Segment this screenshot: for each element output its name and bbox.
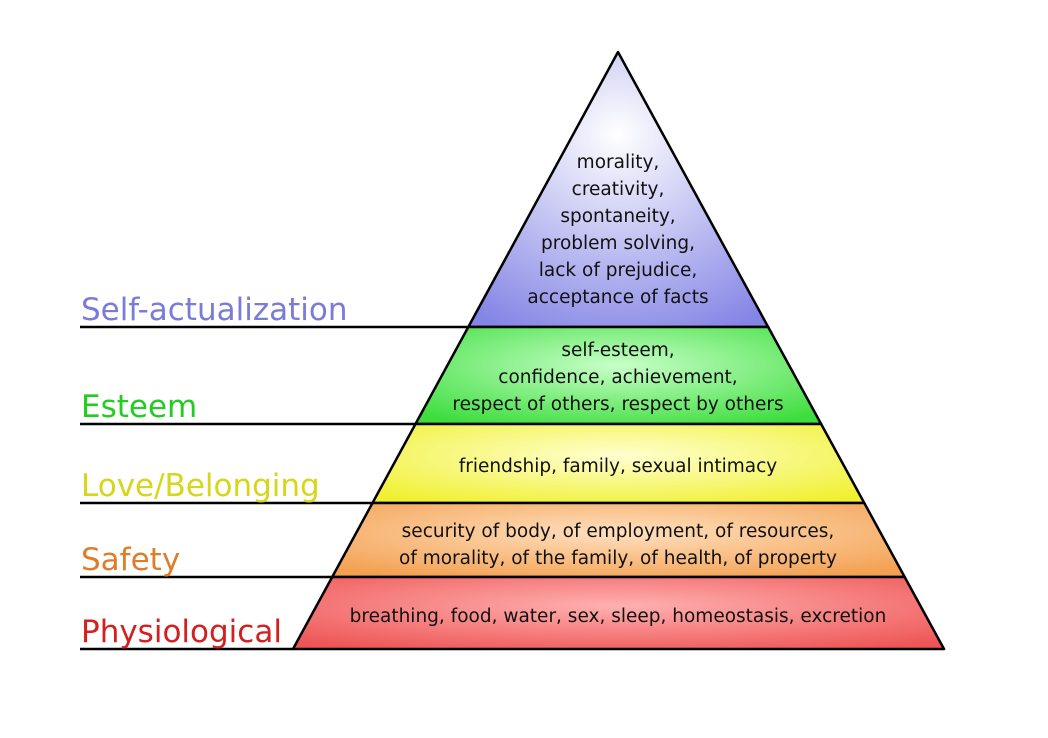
pyramid-layer-physiological [291, 575, 946, 651]
layer-description-esteem: respect of others, respect by others [452, 394, 783, 415]
level-label-love-belonging: Love/Belonging [81, 468, 320, 504]
level-label-esteem: Esteem [81, 389, 197, 425]
layer-description-esteem: confidence, achievement, [498, 367, 737, 388]
level-label-physiological: Physiological [81, 614, 282, 650]
layer-description-safety: security of body, of employment, of reso… [402, 521, 835, 542]
layer-description-esteem: self-esteem, [561, 340, 674, 361]
layer-description-self-actualization: lack of prejudice, [539, 260, 697, 281]
layer-description-self-actualization: spontaneity, [560, 206, 675, 227]
layer-description-self-actualization: morality, [577, 152, 660, 173]
level-label-self-actualization: Self-actualization [81, 292, 347, 328]
level-label-safety: Safety [81, 542, 180, 578]
layer-description-physiological: breathing, food, water, sex, sleep, home… [350, 606, 887, 627]
layer-description-self-actualization: creativity, [572, 179, 665, 200]
layer-description-self-actualization: problem solving, [541, 233, 695, 254]
layer-description-self-actualization: acceptance of facts [527, 287, 708, 308]
layer-description-love-belonging: friendship, family, sexual intimacy [459, 456, 777, 477]
layer-description-safety: of morality, of the family, of health, o… [399, 548, 837, 569]
